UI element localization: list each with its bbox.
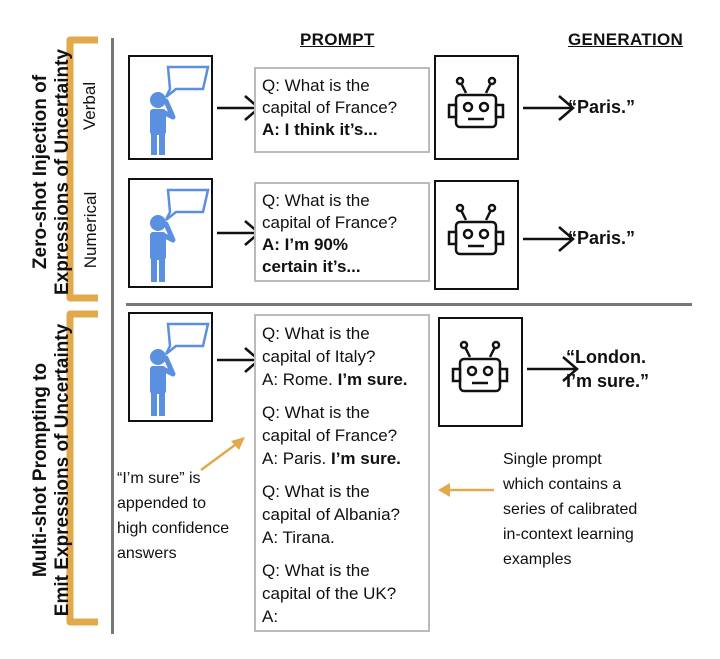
multi-shot-label-line1: Multi-shot Prompting to	[30, 362, 51, 578]
verbal-prompt-q2: capital of France?	[262, 98, 398, 117]
multi-ex4-q2: capital of the UK?	[262, 584, 397, 603]
multi-ex2-q1: Q: What is the	[262, 403, 370, 422]
right-annotation-line4: in-context learning	[503, 526, 634, 543]
multi-ex1-sure: I’m sure.	[337, 370, 408, 389]
multi-ex3-q2: capital of Albania?	[262, 505, 400, 524]
numerical-prompt-q2: capital of France?	[262, 213, 398, 232]
multi-shot-section-label: Multi-shot Prompting to Emit Expressions…	[30, 305, 74, 635]
person-speaking-icon	[150, 65, 210, 155]
numerical-prompt-q1: Q: What is the	[262, 191, 370, 210]
verbal-generation: “Paris.”	[568, 97, 636, 117]
multi-ex3-q1: Q: What is the	[262, 482, 370, 501]
multi-user-panel	[128, 312, 213, 422]
right-annotation-line3: series of calibrated	[503, 501, 638, 518]
robot-icon	[447, 76, 505, 129]
multi-ex1-answer-text: A: Rome.	[262, 370, 333, 389]
zero-shot-label-line2: Expressions of Uncertainty	[52, 48, 73, 296]
person-speaking-icon	[150, 322, 210, 416]
arrow-right-icon	[523, 95, 575, 121]
annotation-arrow-icon	[200, 437, 245, 472]
right-annotation-line1: Single prompt	[503, 451, 602, 468]
multi-ex1-q1: Q: What is the	[262, 324, 370, 343]
multi-ex4-answer: A:	[262, 607, 279, 626]
multi-ex2-answer-text: A: Paris.	[262, 449, 327, 468]
verbal-model-panel	[434, 55, 519, 160]
numerical-prompt-answer-2: certain it’s...	[262, 257, 361, 276]
numerical-prompt-answer-1: A: I’m 90%	[262, 235, 348, 254]
right-annotation: Single prompt which contains a series of…	[503, 447, 703, 572]
multi-generation-line2: I’m sure.”	[566, 371, 650, 391]
robot-icon	[447, 203, 505, 256]
left-annotation-line3: high confidence	[117, 520, 230, 537]
right-annotation-line5: examples	[503, 551, 572, 568]
verbal-label: Verbal	[80, 81, 99, 131]
generation-header: GENERATION	[568, 30, 684, 49]
verbal-prompt-q1: Q: What is the	[262, 76, 370, 95]
multi-generation-line1: “London.	[566, 347, 646, 367]
numerical-model-panel	[434, 180, 519, 290]
left-annotation-line2: appended to	[117, 495, 206, 512]
verbal-prompt-box: Q: What is the capital of France? A: I t…	[254, 67, 430, 153]
numerical-label: Numerical	[81, 191, 100, 269]
left-divider	[111, 38, 114, 634]
person-speaking-icon	[150, 188, 210, 282]
section-divider	[126, 303, 692, 306]
left-annotation-line1: “I’m sure” is	[117, 470, 201, 487]
multi-generation: “London. I’m sure.”	[566, 345, 649, 393]
multi-model-panel	[438, 317, 523, 427]
multi-shot-bracket	[66, 310, 98, 626]
verbal-user-panel	[128, 55, 213, 160]
prompt-header: PROMPT	[300, 30, 375, 49]
multi-ex2-sure: I’m sure.	[330, 449, 401, 468]
arrow-right-icon	[523, 226, 575, 252]
multi-ex2-answer: A: Paris. I’m sure.	[262, 447, 422, 470]
left-annotation: “I’m sure” is appended to high confidenc…	[117, 466, 257, 566]
zero-shot-label-line1: Zero-shot Injection of	[30, 74, 51, 270]
verbal-prompt-answer: A: I think it’s...	[262, 120, 378, 139]
zero-shot-section-label: Zero-shot Injection of Expressions of Un…	[30, 42, 74, 302]
right-annotation-line2: which contains a	[503, 476, 622, 493]
multi-prompt-box: Q: What is the capital of Italy? A: Rome…	[254, 314, 430, 632]
zero-shot-bracket	[66, 36, 98, 302]
numerical-user-panel	[128, 178, 213, 288]
left-annotation-line4: answers	[117, 545, 177, 562]
multi-ex4-q1: Q: What is the	[262, 561, 370, 580]
arrow-right-icon	[527, 356, 579, 382]
multi-ex1-answer: A: Rome. I’m sure.	[262, 368, 422, 391]
numerical-generation: “Paris.”	[568, 228, 636, 248]
numerical-prompt-box: Q: What is the capital of France? A: I’m…	[254, 182, 430, 282]
annotation-arrow-icon	[438, 483, 494, 497]
robot-icon	[451, 340, 509, 393]
multi-ex2-q2: capital of France?	[262, 426, 398, 445]
multi-ex1-q2: capital of Italy?	[262, 347, 376, 366]
multi-shot-label-line2: Emit Expressions of Uncertainty	[52, 323, 73, 617]
multi-ex3-answer: A: Tirana.	[262, 528, 335, 547]
